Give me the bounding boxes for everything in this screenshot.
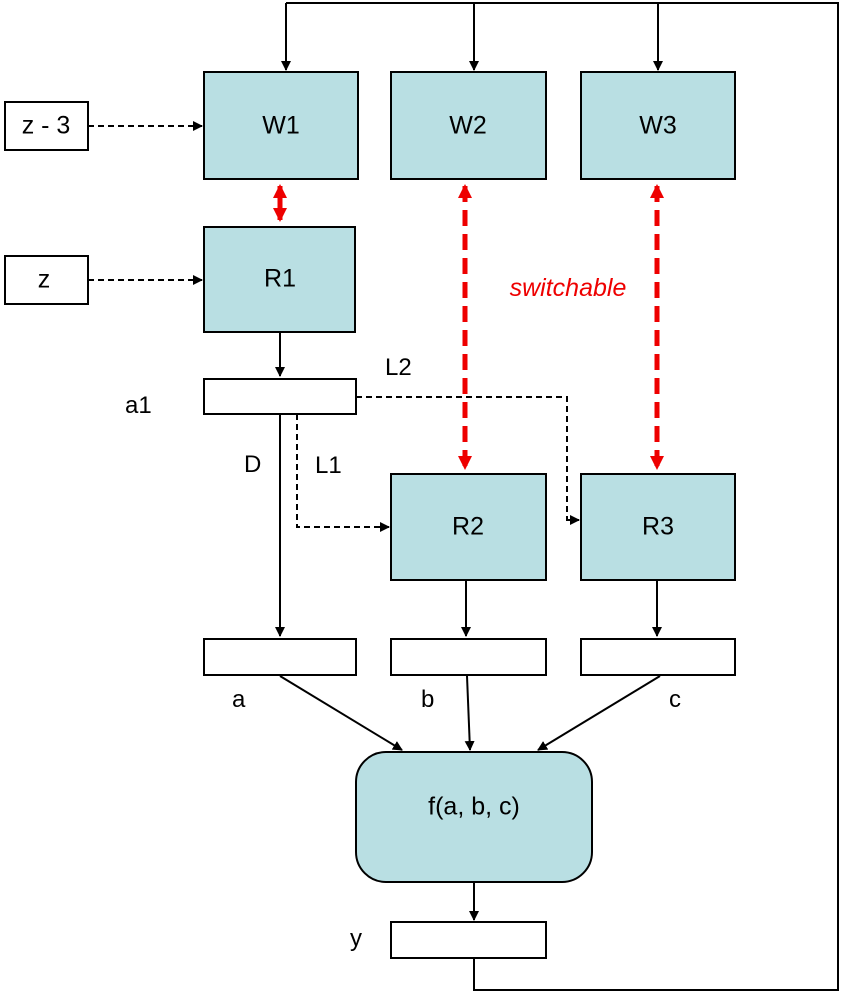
input-z-minus-3-label: z - 3 bbox=[22, 112, 71, 140]
label-a: a bbox=[232, 686, 246, 713]
node-w2-label: W2 bbox=[449, 112, 487, 140]
label-c: c bbox=[669, 686, 681, 713]
node-w1-label: W1 bbox=[262, 112, 300, 140]
node-r2-label: R2 bbox=[452, 513, 484, 541]
label-l1: L1 bbox=[315, 452, 342, 479]
input-z: z bbox=[4, 255, 89, 305]
register-y bbox=[390, 921, 547, 959]
node-r3-label: R3 bbox=[642, 513, 674, 541]
arrow-b-to-f bbox=[464, 675, 475, 751]
node-f: f(a, b, c) bbox=[355, 751, 593, 883]
register-a1 bbox=[203, 378, 357, 415]
register-c bbox=[580, 638, 736, 676]
label-d: D bbox=[244, 451, 261, 478]
path-l1 bbox=[296, 414, 380, 528]
input-z-label: z bbox=[38, 266, 51, 294]
register-a bbox=[203, 638, 357, 676]
label-l2: L2 bbox=[385, 354, 412, 381]
label-b: b bbox=[421, 686, 434, 713]
node-w1: W1 bbox=[203, 71, 359, 180]
arrow-c-to-f bbox=[537, 675, 661, 751]
node-r1: R1 bbox=[203, 226, 356, 333]
node-r1-label: R1 bbox=[264, 265, 296, 293]
input-z-minus-3: z - 3 bbox=[4, 101, 89, 151]
path-l2 bbox=[356, 396, 576, 521]
label-a1: a1 bbox=[125, 392, 152, 419]
arrow-a-to-f bbox=[279, 675, 403, 751]
node-r2: R2 bbox=[390, 473, 547, 581]
node-r3: R3 bbox=[580, 473, 736, 581]
node-w3: W3 bbox=[580, 71, 736, 180]
node-w2: W2 bbox=[390, 71, 547, 180]
node-w3-label: W3 bbox=[639, 112, 677, 140]
feedback-loop bbox=[281, 2, 839, 991]
switchable-label: switchable bbox=[510, 274, 627, 302]
label-y: y bbox=[350, 925, 362, 952]
register-b bbox=[390, 638, 547, 676]
node-f-label: f(a, b, c) bbox=[428, 793, 520, 821]
